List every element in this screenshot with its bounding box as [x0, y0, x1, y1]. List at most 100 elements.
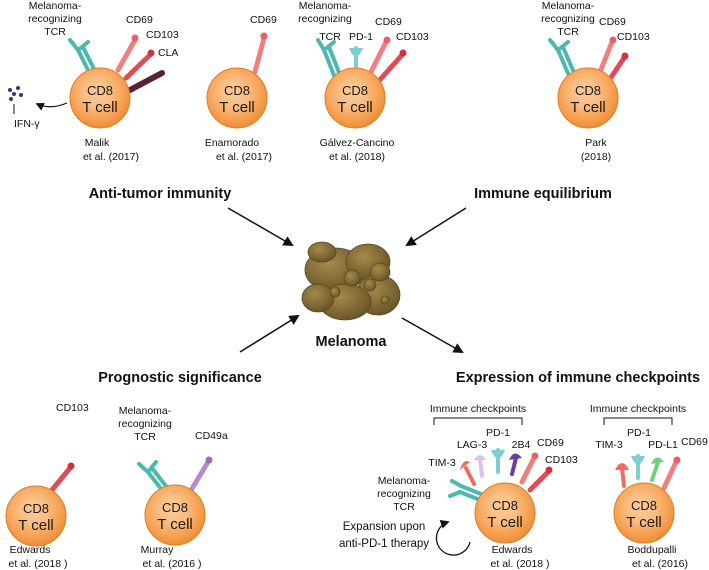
cell-label-line2: T cell — [157, 516, 193, 533]
galvez-cancino-cell-group: CD8 T cell Melanoma- recognizing TCR PD-… — [298, 0, 429, 163]
citation-line1: Boddupalli — [627, 544, 676, 556]
arrow-equilibrium — [405, 207, 467, 247]
2b4-marker-icon — [509, 453, 522, 476]
cd69-marker-icon — [115, 34, 139, 73]
citation-line1: Enamorado — [205, 137, 259, 149]
cell-label-line1: CD8 — [342, 83, 368, 98]
tcr-label-line3: TCR — [319, 31, 341, 43]
cd103-marker-icon — [49, 462, 75, 493]
citation-line2: et al. (2016 ) — [143, 558, 202, 570]
expansion-label-line2: anti-PD-1 therapy — [339, 538, 429, 550]
melanoma-tumor-icon — [301, 241, 401, 321]
citation-line2: et al. (2018) — [329, 151, 385, 163]
cell-label-line2: T cell — [82, 99, 118, 116]
ifn-gamma-dots-icon — [8, 86, 23, 101]
cd103-marker-icon — [605, 52, 629, 85]
tcr-label-line3: TCR — [393, 501, 415, 513]
cd69-marker-icon — [252, 32, 268, 75]
citation-line2: et al. (2017) — [216, 151, 272, 163]
cell-label-line2: T cell — [337, 99, 373, 116]
theme-anti-tumor-immunity: Anti-tumor immunity — [89, 186, 232, 202]
pdl1-marker-icon — [650, 457, 664, 482]
cd69-marker-icon — [367, 36, 391, 77]
cd69-label: CD69 — [599, 16, 626, 28]
cell-label-line1: CD8 — [162, 500, 188, 515]
cd69-marker-icon — [519, 452, 539, 485]
lag3-marker-icon — [474, 455, 486, 478]
cd103-label: CD103 — [396, 31, 429, 43]
cd69-marker-icon — [661, 456, 681, 491]
checkpoint-bracket — [603, 417, 673, 425]
immune-checkpoints-header: Immune checkpoints — [590, 403, 686, 415]
cell-label-line2: T cell — [570, 99, 606, 116]
pdl1-label: PD-L1 — [648, 439, 678, 451]
cd103-label: CD103 — [617, 31, 650, 43]
checkpoint-bracket — [433, 417, 523, 425]
cd69-label: CD69 — [681, 436, 708, 448]
immune-checkpoints-header: Immune checkpoints — [430, 403, 526, 415]
citation-line1: Murray — [141, 544, 174, 556]
edwards-2018-cell-group-left: CD8 T cell CD103 Edwards et al. (2018 ) — [5, 402, 89, 570]
tcr-label-line1: Melanoma- — [378, 475, 431, 487]
theme-immune-equilibrium: Immune equilibrium — [474, 186, 612, 202]
citation-line1: Edwards — [10, 544, 51, 556]
cell-label-line2: T cell — [219, 99, 255, 116]
murray-cell-group: CD8 T cell Melanoma- recognizing TCR CD4… — [118, 405, 228, 570]
cd103-marker-icon — [375, 49, 407, 85]
tcr-receptor-icon — [448, 479, 483, 502]
cd103-marker-icon — [527, 466, 553, 493]
tcr-label-line2: recognizing — [377, 488, 431, 500]
cd69-marker-icon — [597, 36, 617, 75]
cd103-marker-icon — [123, 49, 155, 81]
cell-label-line1: CD8 — [87, 83, 113, 98]
tcr-label-line2: recognizing — [298, 13, 352, 25]
tcr-label-line1: Melanoma- — [542, 0, 595, 12]
lag3-label: LAG-3 — [457, 439, 488, 451]
tcr-label-line3: TCR — [557, 26, 579, 38]
expansion-label-line1: Expansion upon — [343, 521, 425, 533]
cd69-label: CD69 — [375, 16, 402, 28]
malik-cell-group: CD8 T cell Melanoma- recognizing TCR CD6… — [8, 0, 179, 163]
tcr-label-line2: recognizing — [118, 418, 172, 430]
expansion-cycle-arrow — [435, 520, 471, 556]
arrow-prognostic — [239, 314, 300, 353]
2b4-label: 2B4 — [512, 439, 531, 451]
cell-label-line1: CD8 — [492, 498, 518, 513]
citation-line1: Park — [585, 137, 607, 149]
tim3-marker-icon — [615, 463, 629, 488]
pd1-marker-icon — [491, 448, 505, 474]
pd1-label: PD-1 — [349, 31, 373, 43]
tcr-label-line1: Melanoma- — [119, 405, 172, 417]
tcr-label-line1: Melanoma- — [29, 0, 82, 12]
pd1-marker-icon — [631, 454, 645, 480]
tcr-receptor-icon — [548, 38, 577, 80]
cell-label-line1: CD8 — [23, 501, 49, 516]
cla-marker-icon — [127, 70, 165, 93]
pd1-marker-icon — [349, 46, 363, 72]
tcr-label-line2: recognizing — [541, 13, 595, 25]
tim3-marker-icon — [460, 461, 476, 486]
cla-label: CLA — [158, 47, 178, 59]
cd49a-marker-icon — [187, 456, 213, 495]
citation-line2: et al. (2016) — [632, 558, 688, 570]
tim3-label: TIM-3 — [595, 439, 623, 451]
citation-line2: (2018) — [581, 151, 611, 163]
boddupalli-cell-group: Immune checkpoints CD8 T cell TIM-3 PD-1… — [590, 403, 708, 570]
arrow-anti-tumor — [227, 207, 294, 247]
tcr-label-line1: Melanoma- — [299, 0, 352, 12]
citation-line2: et al. (2018 ) — [9, 558, 68, 570]
melanoma-label: Melanoma — [316, 334, 388, 350]
cell-label-line1: CD8 — [631, 498, 657, 513]
cell-label-line1: CD8 — [575, 83, 601, 98]
cell-label-line2: T cell — [18, 517, 54, 534]
ifn-release-arrow — [35, 102, 68, 111]
citation-line1: Gálvez-Cancino — [320, 137, 395, 149]
cd69-label: CD69 — [537, 437, 564, 449]
citation-line2: et al. (2017) — [83, 151, 139, 163]
tcr-receptor-icon — [316, 38, 342, 80]
cell-label-line1: CD8 — [224, 83, 250, 98]
cd103-label: CD103 — [545, 454, 578, 466]
citation-line2: et al. (2018 ) — [491, 558, 550, 570]
citation-line1: Edwards — [492, 544, 533, 556]
